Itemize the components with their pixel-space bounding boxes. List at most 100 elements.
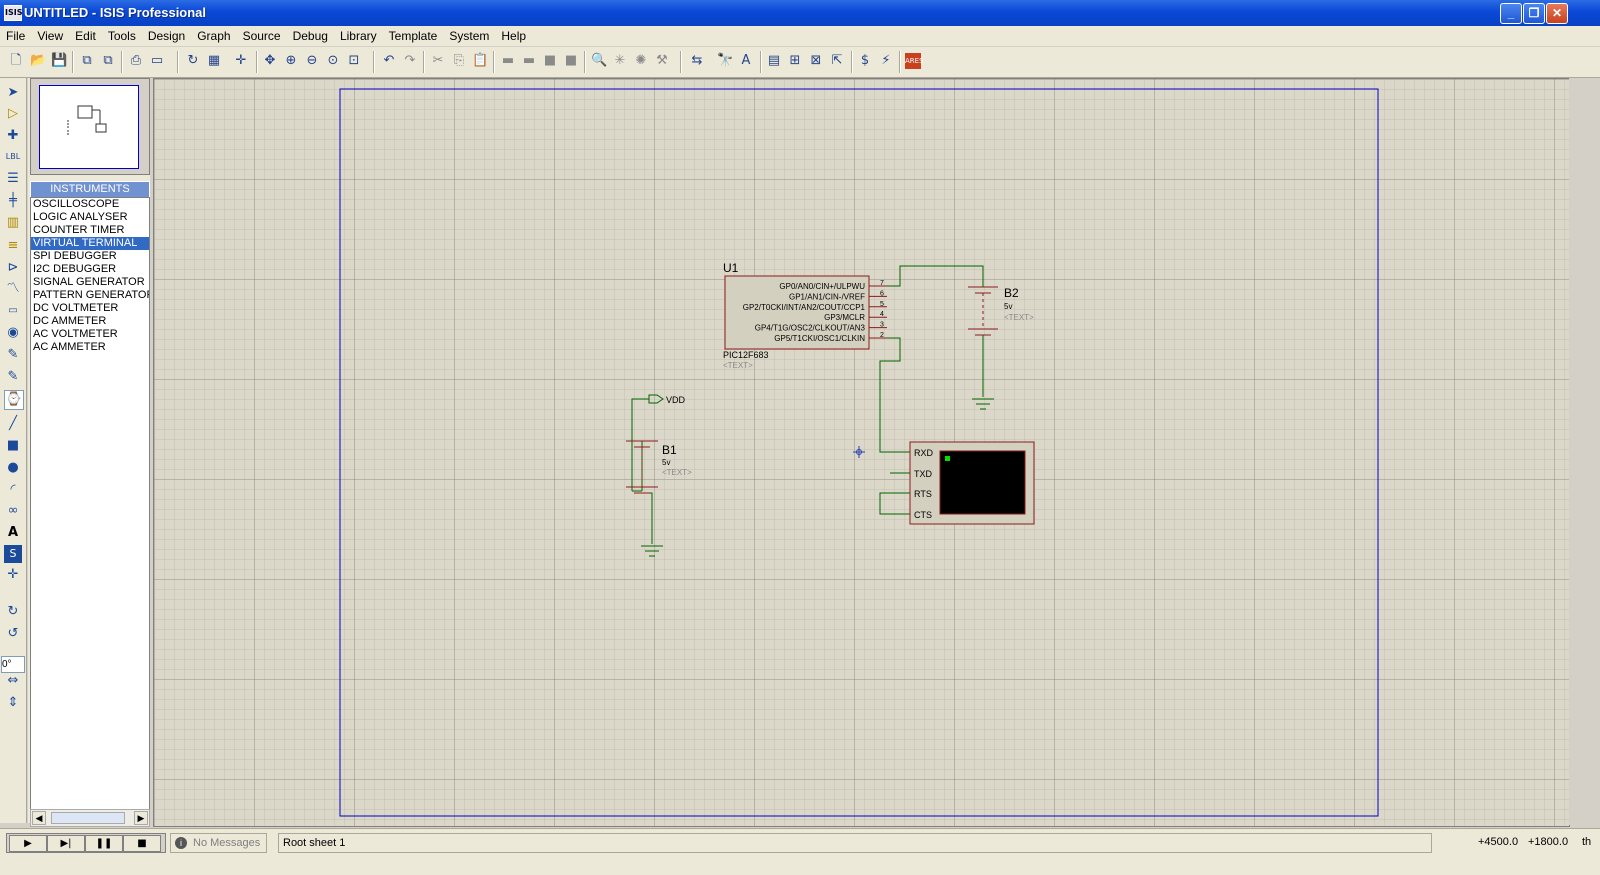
copy-icon[interactable]: ⎘ [453, 53, 465, 68]
decompose-icon[interactable]: ⚒ [656, 53, 668, 68]
generator-icon[interactable]: ◉ [7, 325, 19, 340]
exit-to-parent-icon[interactable]: ⇱ [831, 53, 843, 68]
selection-mode-icon[interactable]: ➤ [7, 85, 19, 100]
search-tag-icon[interactable]: 🔭 [717, 53, 734, 68]
electrical-rule-check-icon[interactable]: ⚡ [881, 53, 891, 68]
terminals-icon[interactable]: ≡ [7, 238, 19, 253]
menu-view[interactable]: View [37, 29, 64, 43]
text-script-icon[interactable]: ☰ [7, 171, 19, 186]
path-tool-icon[interactable]: ∞ [7, 503, 19, 518]
wire-autorouter-icon[interactable]: ⇆ [691, 53, 703, 68]
save-icon[interactable]: 💾 [51, 53, 68, 68]
device-list-item[interactable]: PATTERN GENERATOR [33, 289, 150, 301]
tape-recorder-icon[interactable]: ▭ [8, 305, 18, 316]
mirror-vertical-icon[interactable]: ⇕ [7, 695, 19, 710]
redo-icon[interactable]: ↷ [404, 53, 416, 68]
rotate-clockwise-icon[interactable]: ↻ [7, 604, 19, 619]
b2-battery[interactable]: B2 5v <TEXT> [968, 279, 1034, 341]
device-list-item[interactable]: I2C DEBUGGER [33, 263, 117, 275]
device-list-item[interactable]: AC VOLTMETER [33, 328, 118, 340]
block-delete-icon[interactable]: ■ [564, 53, 578, 68]
menu-design[interactable]: Design [147, 29, 186, 43]
device-list-item[interactable]: OSCILLOSCOPE [33, 198, 120, 210]
bill-of-materials-icon[interactable]: $ [860, 53, 870, 68]
text-tool-icon[interactable]: A [7, 525, 19, 540]
device-list-item[interactable]: DC AMMETER [33, 315, 107, 327]
make-device-icon[interactable]: ✳ [614, 53, 626, 68]
step-button[interactable]: ▶| [47, 835, 85, 852]
zoom-out-icon[interactable]: ⊖ [306, 53, 318, 68]
block-copy-icon[interactable]: ▬ [501, 53, 515, 68]
menu-system[interactable]: System [449, 29, 490, 43]
export-icon[interactable]: ⧉ [103, 53, 113, 68]
menu-help[interactable]: Help [501, 29, 527, 43]
zoom-all-icon[interactable]: ⊙ [327, 53, 339, 68]
menu-graph[interactable]: Graph [197, 29, 231, 43]
overview-window[interactable] [30, 78, 150, 175]
box-tool-icon[interactable]: ■ [6, 438, 20, 453]
minimize-button[interactable]: _ [1500, 3, 1522, 24]
symbol-tool-icon[interactable]: S [4, 545, 22, 563]
menu-template[interactable]: Template [388, 29, 438, 43]
circle-tool-icon[interactable]: ● [7, 460, 19, 475]
menu-tools[interactable]: Tools [107, 29, 136, 43]
device-list-item[interactable]: COUNTER TIMER [33, 224, 125, 236]
virtual-instruments-icon[interactable]: ⌚ [4, 390, 24, 410]
new-sheet-icon[interactable]: ▤ [767, 53, 781, 68]
close-button[interactable]: ✕ [1546, 3, 1568, 24]
voltage-probe-icon[interactable]: ✎ [7, 347, 19, 362]
mirror-horizontal-icon[interactable]: ⇔ [7, 673, 19, 688]
print-area-icon[interactable]: ▭ [150, 53, 164, 68]
arc-tool-icon[interactable]: ◜ [10, 482, 16, 497]
line-tool-icon[interactable]: ╱ [9, 416, 17, 431]
new-icon[interactable]: 🗋 [10, 53, 22, 68]
origin-icon[interactable]: ✛ [235, 53, 247, 68]
import-icon[interactable]: ⧉ [82, 53, 92, 68]
zoom-in-icon[interactable]: ⊕ [285, 53, 297, 68]
component-mode-icon[interactable]: ▷ [8, 106, 18, 121]
pause-button[interactable]: ❚❚ [85, 835, 123, 852]
play-button[interactable]: ▶ [9, 835, 47, 852]
virtual-terminal[interactable]: RXD TXD RTS CTS [909, 441, 1035, 525]
cut-icon[interactable]: ✂ [432, 53, 444, 68]
wire-label-icon[interactable]: LBL [5, 152, 21, 161]
restore-button[interactable]: ❐ [1523, 3, 1545, 24]
junction-dot-icon[interactable]: ✚ [7, 128, 19, 143]
device-list-item[interactable]: VIRTUAL TERMINAL [31, 237, 149, 250]
menu-source[interactable]: Source [242, 29, 281, 43]
marker-tool-icon[interactable]: ✛ [7, 567, 19, 582]
undo-icon[interactable]: ↶ [383, 53, 395, 68]
menu-debug[interactable]: Debug [292, 29, 328, 43]
add-sheet-icon[interactable]: ⊞ [789, 53, 801, 68]
paste-icon[interactable]: 📋 [472, 53, 489, 68]
scroll-left-icon[interactable]: ◀ [32, 811, 46, 825]
scroll-right-icon[interactable]: ▶ [134, 811, 148, 825]
zoom-area-icon[interactable]: ⊡ [348, 53, 360, 68]
device-list-item[interactable]: SIGNAL GENERATOR [33, 276, 145, 288]
grid-icon[interactable]: ▦ [207, 53, 221, 68]
subcircuit-icon[interactable]: ▥ [6, 215, 20, 230]
vdd-terminal[interactable]: VDD [648, 394, 686, 405]
graph-icon[interactable]: 〽 [6, 281, 20, 296]
rotate-anticlockwise-icon[interactable]: ↺ [7, 626, 19, 641]
device-list-item[interactable]: LOGIC ANALYSER [33, 211, 128, 223]
property-tool-icon[interactable]: A [741, 53, 751, 68]
redraw-icon[interactable]: ↻ [187, 53, 199, 68]
device-list-item[interactable]: SPI DEBUGGER [33, 250, 117, 262]
pan-icon[interactable]: ✥ [264, 53, 276, 68]
rotation-angle-field[interactable]: 0° [1, 656, 25, 673]
menu-library[interactable]: Library [339, 29, 377, 43]
pick-device-icon[interactable]: 🔍 [591, 53, 608, 68]
print-icon[interactable]: ⎙ [130, 53, 142, 68]
block-rotate-icon[interactable]: ■ [543, 53, 557, 68]
scroll-thumb[interactable] [51, 812, 125, 824]
current-probe-icon[interactable]: ✎ [7, 369, 19, 384]
device-pins-icon[interactable]: ⊳ [7, 260, 19, 275]
package-tool-icon[interactable]: ✺ [635, 53, 647, 68]
b1-battery[interactable]: B1 5v <TEXT> [626, 440, 692, 494]
menu-edit[interactable]: Edit [75, 29, 96, 43]
